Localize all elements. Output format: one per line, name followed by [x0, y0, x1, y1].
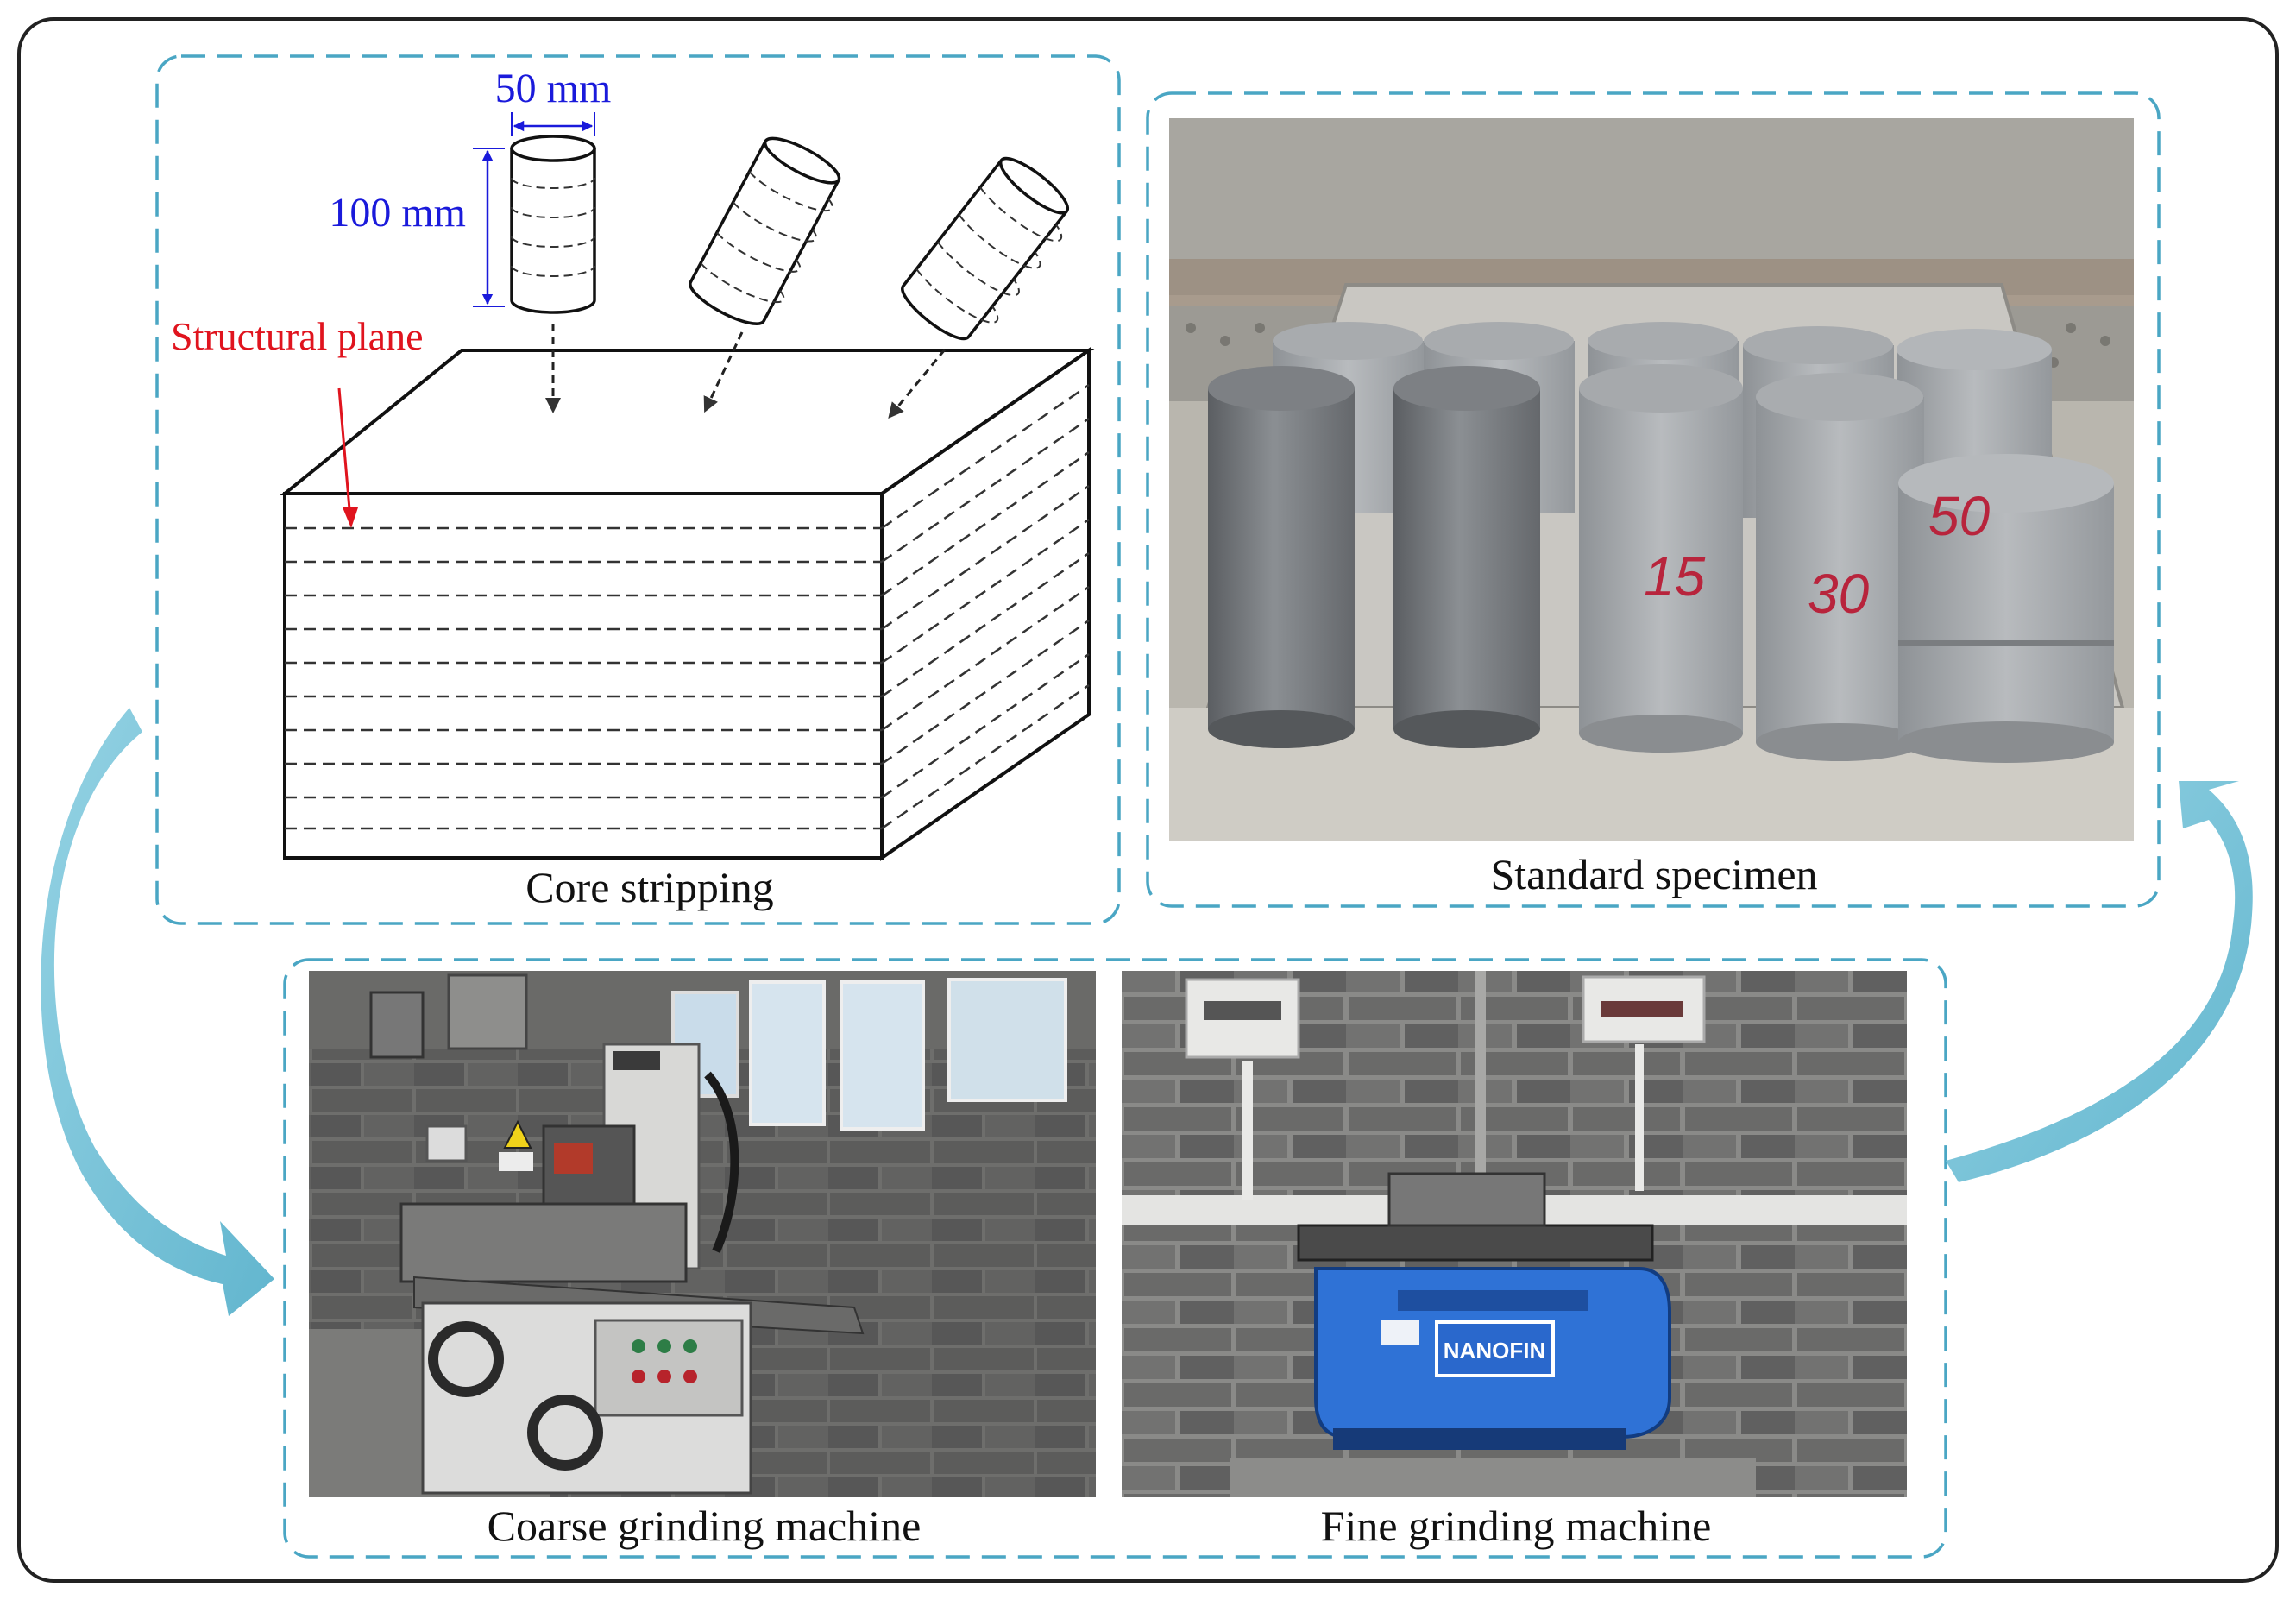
- dimension-height: 100 mm: [329, 148, 505, 307]
- core-tilted-1: [689, 136, 841, 325]
- fine-grinding-caption: Fine grinding machine: [1321, 1502, 1712, 1550]
- structural-plane-lines-side: [881, 383, 1090, 830]
- structural-plane-lines-front: [285, 526, 882, 830]
- core-tilted-1-arrow: [703, 331, 744, 413]
- core-tilted-2: [901, 156, 1070, 341]
- structural-plane-pointer-head: [343, 507, 358, 528]
- outer-frame: [17, 17, 2279, 1583]
- fine-grinding-photo: NANOFIN: [1122, 971, 1907, 1497]
- coarse-grinding-panel: Coarse grinding machine: [309, 971, 1096, 1550]
- rock-block: [280, 347, 1095, 861]
- specimen-mark-50: 50: [1928, 485, 1991, 547]
- dimension-height-label: 100 mm: [329, 190, 466, 236]
- core-stripping-frame: [155, 54, 1121, 925]
- flow-arrow-left: [41, 708, 275, 1316]
- specimen-mark-30: 30: [1808, 563, 1870, 625]
- core-stripping-panel: 50 mm 100 mm Structural plane Core strip…: [155, 54, 1121, 925]
- core-tilted-2-arrow: [888, 349, 947, 419]
- standard-specimen-photo: 15 30 50: [1169, 118, 2134, 841]
- standard-specimen-caption: Standard specimen: [1490, 850, 1817, 898]
- dimension-width: 50 mm: [495, 66, 612, 136]
- structural-plane-pointer: [337, 387, 351, 510]
- coarse-grinding-caption: Coarse grinding machine: [488, 1502, 922, 1550]
- core-stripping-caption: Core stripping: [525, 863, 773, 911]
- specimen-markings: 15 30 50: [1644, 485, 1991, 625]
- structural-plane-label: Structural plane: [171, 314, 424, 358]
- coarse-grinding-photo: [309, 971, 1096, 1497]
- standard-specimen-frame: [1146, 91, 2161, 908]
- dimension-width-label: 50 mm: [495, 66, 612, 111]
- specimen-mark-15: 15: [1644, 545, 1706, 608]
- flow-arrow-right: [1946, 781, 2253, 1182]
- fine-grinding-panel: NANOFIN Fine grinding machine: [1122, 971, 1907, 1550]
- fine-grinding-brand-label: NANOFIN: [1444, 1338, 1545, 1364]
- grinding-panel-frame: [283, 958, 1947, 1559]
- core-vertical: [510, 135, 596, 413]
- standard-specimen-panel: 15 30 50 Standard specimen: [1146, 91, 2161, 908]
- specimen-front-row: [1208, 364, 2114, 763]
